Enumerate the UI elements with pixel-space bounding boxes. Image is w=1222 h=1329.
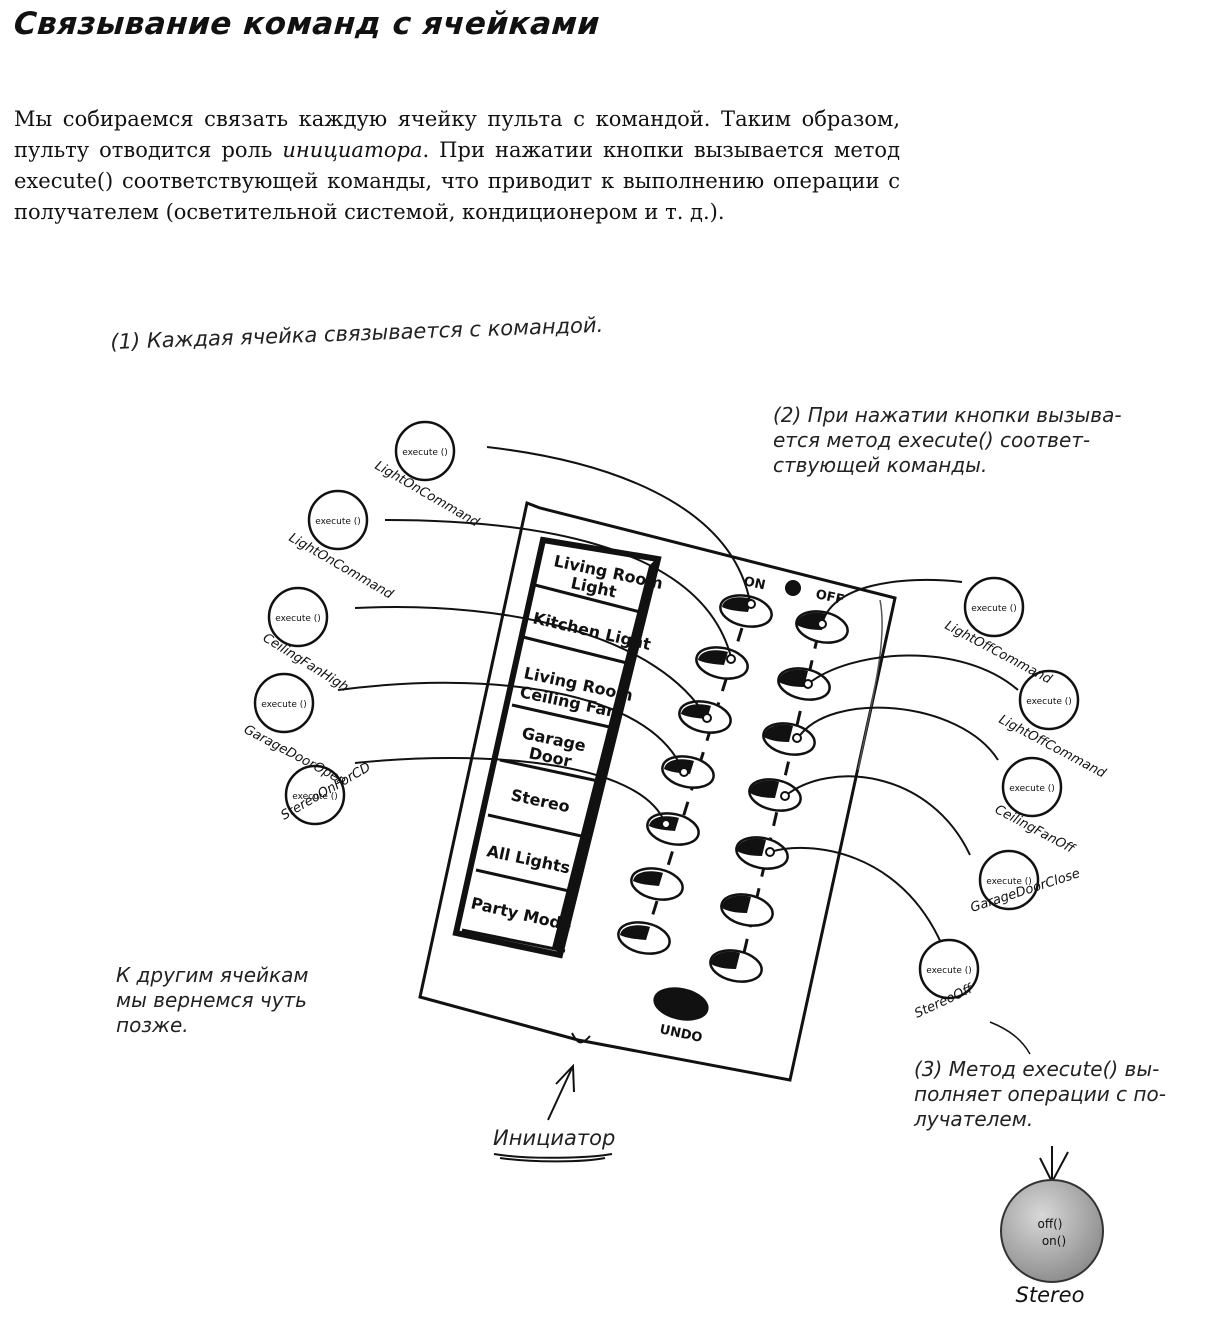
step2-line-1: (2) При нажатии кнопки вызыва- (773, 403, 1122, 427)
right-commands (918, 576, 1080, 1000)
method-left-1: execute () (402, 448, 448, 458)
method-right-1: execute () (971, 604, 1017, 614)
stereooff-to-step3-line (989, 1021, 1031, 1055)
method-left-3: execute () (275, 614, 321, 624)
on-label: ON (742, 574, 767, 593)
remote-control: Living Room Light Kitchen Light Living R… (418, 500, 897, 1082)
command-wires (337, 446, 1019, 946)
wire-endpoints (661, 599, 827, 857)
step3-line-2: полняет операции с по- (914, 1082, 1166, 1106)
method-left-2: execute () (315, 517, 361, 527)
receiver-method-2: on() (1042, 1234, 1066, 1248)
receiver-method-1: off() (1038, 1217, 1063, 1231)
intro-emphasis: инициатора (282, 138, 423, 162)
command-object-right-5[interactable] (918, 938, 980, 1000)
other-slots-annotation: К другим ячейкам мы вернемся чуть позже. (116, 963, 308, 1038)
intro-text-before: Мы собираемся связать каждую ячейку пуль… (14, 107, 900, 162)
invoker-label: Инициатор (493, 1126, 616, 1150)
other-slots-line-3: позже. (116, 1013, 189, 1037)
stereo-receiver (1000, 1179, 1104, 1283)
step2-line-2: ется метод execute() соответ- (773, 428, 1091, 452)
method-right-4: execute () (986, 877, 1032, 887)
intro-text-after: . При нажатии кнопки вызывается метод ex… (14, 138, 900, 224)
undo-button[interactable] (651, 984, 710, 1025)
step2-annotation: (2) При нажатии кнопки вызыва- ется мето… (773, 403, 1122, 478)
step3-annotation: (3) Метод execute() вы- полняет операции… (914, 1057, 1166, 1132)
command-object-right-2[interactable] (1018, 669, 1080, 731)
command-object-left-5[interactable] (284, 764, 346, 826)
command-object-right-1[interactable] (963, 576, 1025, 638)
method-left-5: execute () (292, 792, 338, 802)
receiver-name: Stereo (1016, 1283, 1085, 1307)
step3-line-1: (3) Метод execute() вы- (914, 1057, 1160, 1081)
left-commands (253, 420, 456, 826)
invoker-arrow (493, 1063, 613, 1163)
other-slots-line-1: К другим ячейкам (116, 963, 309, 987)
step2-line-3: ствующей команды. (773, 453, 988, 477)
off-label: OFF (814, 587, 845, 608)
command-object-right-3[interactable] (1001, 756, 1063, 818)
method-right-5: execute () (926, 966, 972, 976)
command-object-left-4[interactable] (253, 672, 315, 734)
method-right-3: execute () (1009, 784, 1055, 794)
command-object-left-1[interactable] (394, 420, 456, 482)
command-object-left-2[interactable] (307, 489, 369, 551)
method-left-4: execute () (261, 700, 307, 710)
other-slots-line-2: мы вернемся чуть (116, 988, 307, 1012)
command-object-right-4[interactable] (978, 849, 1040, 911)
receiver-arrow (1039, 1146, 1069, 1185)
method-right-2: execute () (1026, 697, 1072, 707)
intro-paragraph: Мы собираемся связать каждую ячейку пуль… (14, 104, 900, 228)
indicator-light (785, 580, 801, 596)
step3-line-3: лучателем. (914, 1107, 1034, 1131)
command-object-left-3[interactable] (267, 586, 329, 648)
